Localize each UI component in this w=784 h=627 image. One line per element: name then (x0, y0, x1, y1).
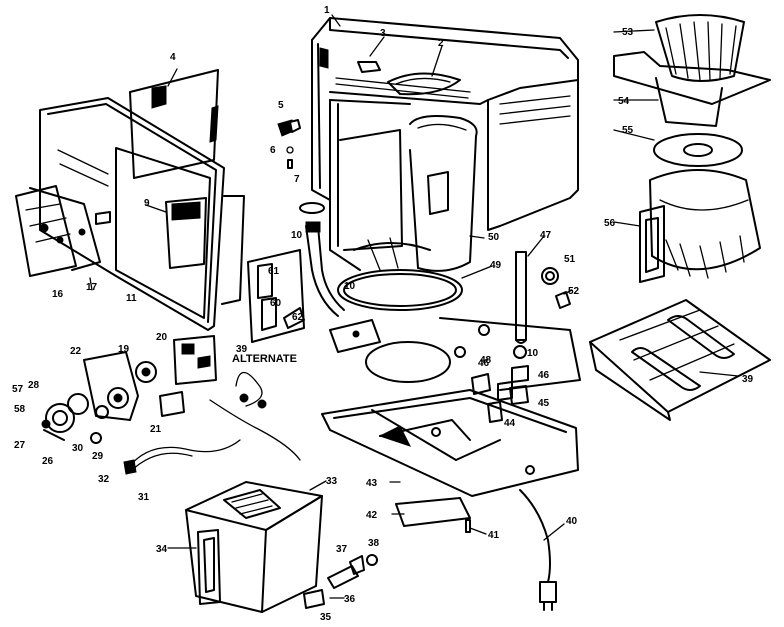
callout-30: 30 (72, 443, 84, 454)
callout-45: 45 (538, 398, 550, 409)
callout-11: 11 (126, 293, 137, 304)
filter-basket (185, 481, 323, 613)
callout-46-upper: 46 (538, 370, 550, 381)
callout-41: 41 (488, 530, 500, 541)
callout-40: 40 (566, 516, 578, 527)
callout-5: 5 (278, 100, 284, 111)
callout-51: 51 (564, 254, 576, 265)
circuit-boards (15, 185, 111, 277)
callout-20: 20 (156, 332, 168, 343)
callout-57: 57 (12, 384, 24, 395)
heater-assembly (329, 269, 513, 401)
callout-59: 39 (742, 374, 754, 385)
callout-42: 42 (366, 510, 378, 521)
leader-lines (89, 14, 739, 599)
filter-and-holder (613, 14, 771, 127)
callout-37: 37 (336, 544, 348, 555)
callout-27: 27 (14, 440, 26, 451)
valve-parts (303, 554, 378, 609)
callout-60: 60 (270, 298, 282, 309)
callout-47: 47 (540, 230, 552, 241)
callout-2: 2 (438, 38, 444, 49)
tube-parts (487, 251, 571, 423)
callout-31: 31 (138, 492, 150, 503)
control-panel-frame (39, 69, 245, 331)
alternate-label: ALTERNATE (232, 353, 297, 365)
callout-34: 34 (156, 544, 168, 555)
switch-controls (41, 335, 217, 444)
callout-36: 36 (344, 594, 356, 605)
callout-19: 19 (118, 344, 130, 355)
small-fittings (277, 119, 301, 169)
callout-6: 6 (270, 145, 276, 156)
callout-49: 49 (490, 260, 502, 271)
callout-43: 43 (366, 478, 378, 489)
callout-22: 22 (70, 346, 82, 357)
base-plate (321, 317, 581, 497)
callout-61: 61 (268, 266, 280, 277)
callout-26: 26 (42, 456, 54, 467)
callout-58: 58 (14, 404, 26, 415)
callout-46-lower: 46 (478, 358, 490, 369)
callout-10-mid: 10 (344, 281, 356, 292)
callout-52: 52 (568, 286, 580, 297)
carafe (639, 133, 761, 283)
callout-4: 4 (170, 52, 176, 63)
callout-9: 9 (144, 198, 150, 209)
callout-35: 35 (320, 612, 332, 623)
callout-39-panel: 39 (236, 344, 248, 355)
callout-54: 54 (618, 96, 630, 107)
callout-56: 56 (604, 218, 616, 229)
callout-17: 17 (86, 282, 98, 293)
callout-3: 3 (380, 28, 386, 39)
callout-44: 44 (504, 418, 516, 429)
main-housing (311, 17, 579, 272)
callout-16: 16 (52, 289, 64, 300)
filter-package (589, 299, 771, 421)
callout-32: 32 (98, 474, 110, 485)
callout-55: 55 (622, 125, 634, 136)
alternate-panel (247, 249, 305, 343)
power-cord (519, 489, 557, 611)
callout-62: 62 (292, 312, 304, 323)
hose (299, 202, 345, 317)
callout-10-hose: 10 (291, 230, 303, 241)
callout-labels: 1 2 3 4 5 6 7 9 10 10 10 11 16 17 19 20 … (12, 5, 754, 623)
callout-48: 48 (480, 355, 492, 366)
callout-10-right: 10 (527, 348, 539, 359)
wiring-harness (123, 371, 301, 475)
callout-28: 28 (28, 380, 40, 391)
callout-7: 7 (294, 174, 300, 185)
callout-21: 21 (150, 424, 162, 435)
callout-1: 1 (324, 5, 330, 16)
callout-29: 29 (92, 451, 104, 462)
base-foot (395, 497, 471, 533)
callout-33: 33 (326, 476, 338, 487)
callout-50: 50 (488, 232, 500, 243)
callout-38: 38 (368, 538, 380, 549)
callout-53: 53 (622, 27, 634, 38)
